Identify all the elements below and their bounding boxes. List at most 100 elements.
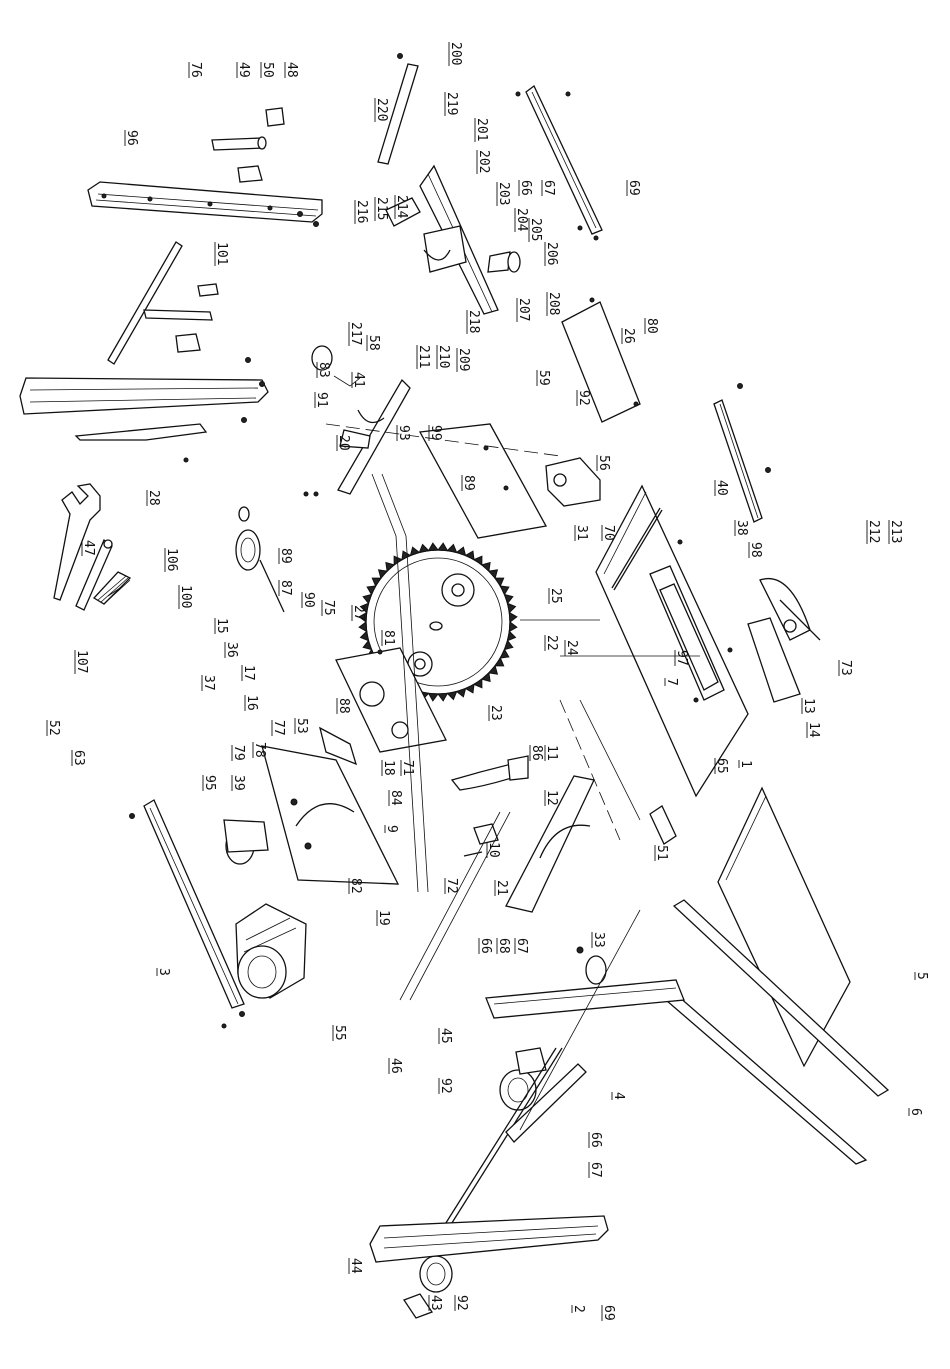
part-label-l69b: 69 xyxy=(601,1305,616,1321)
blade-tooth xyxy=(393,555,404,566)
blade-tooth xyxy=(427,692,439,702)
part-label-l52: 52 xyxy=(46,720,61,736)
part-label-l13: 13 xyxy=(801,698,816,714)
part-label-l201: 201 xyxy=(474,118,489,142)
part-number: 15 xyxy=(214,618,229,634)
switch-56 xyxy=(545,457,601,507)
part-label-l204: 204 xyxy=(514,208,529,232)
part-number: 50 xyxy=(260,62,275,78)
leg-96 xyxy=(87,181,323,227)
part-number: 106 xyxy=(164,548,179,571)
part-number: 101 xyxy=(214,242,229,265)
part-number: 202 xyxy=(476,150,491,173)
part-number: 89 xyxy=(278,548,293,564)
bracket-49-50 xyxy=(211,107,285,183)
part-number: 82 xyxy=(348,878,363,894)
part-number: 51 xyxy=(654,845,669,861)
part-number: 78 xyxy=(252,742,267,758)
part-label-l212: 212 xyxy=(866,520,881,544)
spring-63 xyxy=(92,571,132,605)
part-number: 86 xyxy=(529,745,544,761)
part-number: 212 xyxy=(866,520,881,543)
blade-tooth xyxy=(508,611,518,623)
part-number: 53 xyxy=(294,718,309,734)
part-label-l24: 24 xyxy=(564,640,579,656)
blade-tooth xyxy=(487,569,499,580)
blade-tooth xyxy=(506,602,517,614)
part-number: 201 xyxy=(474,118,489,141)
part-number: 23 xyxy=(488,705,503,721)
part-label-l45: 45 xyxy=(438,1028,453,1044)
blade-tooth xyxy=(499,585,510,596)
part-number: 75 xyxy=(321,600,336,616)
part-label-l21: 21 xyxy=(494,880,509,896)
part-number: 204 xyxy=(514,208,529,232)
part-label-l219: 219 xyxy=(444,92,459,116)
part-number: 26 xyxy=(621,328,636,344)
part-number: 9 xyxy=(384,825,399,833)
part-number: 3 xyxy=(156,968,171,976)
part-number: 87 xyxy=(278,580,293,596)
part-label-l20: 20 xyxy=(336,435,351,451)
part-number: 219 xyxy=(444,92,459,115)
blade-tooth xyxy=(409,546,421,557)
part-number: 72 xyxy=(444,878,459,894)
part-label-l93: 93 xyxy=(396,425,411,441)
part-label-l90: 90 xyxy=(301,592,316,608)
part-label-l97: 97 xyxy=(674,650,689,666)
part-label-l92c: 92 xyxy=(454,1295,469,1311)
part-number: 41 xyxy=(351,372,366,388)
part-number: 43 xyxy=(428,1295,443,1311)
crossbar-101 xyxy=(107,241,219,365)
part-label-l220: 220 xyxy=(374,98,389,122)
part-label-l84: 84 xyxy=(388,790,403,806)
part-label-l48: 48 xyxy=(284,62,299,78)
blade-tooth xyxy=(464,683,475,694)
blade-tooth xyxy=(437,692,449,702)
part-number: 21 xyxy=(494,880,509,896)
part-number: 20 xyxy=(336,435,351,451)
part-label-l91: 91 xyxy=(314,392,329,408)
blade-tooth xyxy=(437,542,449,552)
leg-6 xyxy=(485,899,890,1165)
handwheel-100 xyxy=(235,506,285,613)
part-label-l2: 2 xyxy=(571,1305,586,1313)
part-number: 10 xyxy=(486,842,501,858)
part-number: 39 xyxy=(231,775,246,791)
part-label-l205: 205 xyxy=(528,218,543,242)
extension-25 xyxy=(418,423,548,539)
part-number: 16 xyxy=(244,695,259,711)
part-label-l80: 80 xyxy=(644,318,659,334)
wheel-92 xyxy=(499,1047,547,1111)
part-number: 56 xyxy=(596,455,611,471)
blade-tooth xyxy=(455,687,467,698)
part-number: 68 xyxy=(496,938,511,954)
part-number: 217 xyxy=(348,322,363,345)
part-number: 28 xyxy=(146,490,161,506)
part-number: 83 xyxy=(316,362,331,378)
part-number: 47 xyxy=(81,540,96,556)
part-number: 22 xyxy=(544,635,559,651)
part-label-l200: 200 xyxy=(448,42,463,66)
part-number: 24 xyxy=(564,640,579,656)
part-number: 92 xyxy=(454,1295,469,1311)
part-label-l69a: 69 xyxy=(626,180,641,196)
part-number: 12 xyxy=(544,790,559,806)
cabinet-82 xyxy=(261,726,400,885)
part-number: 107 xyxy=(74,650,89,673)
part-number: 92 xyxy=(576,390,591,406)
part-number: 5 xyxy=(914,972,929,980)
main-table-40 xyxy=(595,484,749,798)
part-label-l11: 11 xyxy=(544,745,559,761)
part-number: 214 xyxy=(394,195,409,219)
part-label-l55: 55 xyxy=(332,1025,347,1041)
blade-tooth xyxy=(385,561,396,573)
part-number: 6 xyxy=(908,1108,923,1116)
part-number: 18 xyxy=(381,760,396,776)
blade-tooth xyxy=(464,550,475,561)
part-label-l67a: 67 xyxy=(541,180,556,196)
blade-tooth xyxy=(472,678,483,689)
dust-port-39 xyxy=(223,819,269,865)
part-number: 81 xyxy=(381,630,396,646)
part-number: 79 xyxy=(231,745,246,761)
